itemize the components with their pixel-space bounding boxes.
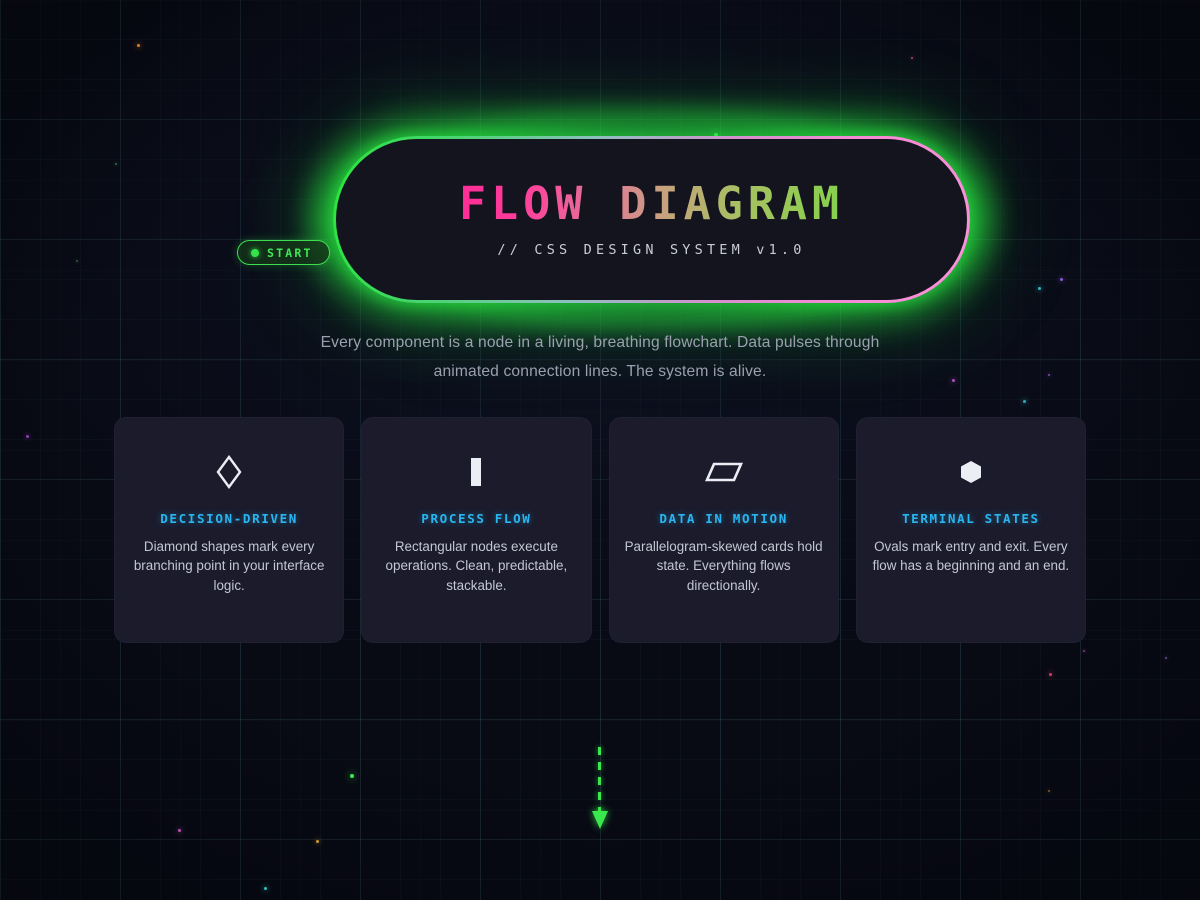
status-dot-icon — [251, 248, 259, 257]
background-particle — [76, 260, 78, 262]
feature-card-description: Parallelogram-skewed cards hold state. E… — [624, 539, 823, 593]
background-particle — [1023, 400, 1026, 403]
hexagon-filled-icon — [958, 455, 984, 489]
feature-card-data-in-motion[interactable]: DATA IN MOTION Parallelogram-skewed card… — [608, 417, 839, 643]
background-particle — [137, 44, 140, 47]
diamond-outline-icon — [216, 455, 242, 489]
background-particle — [350, 774, 354, 778]
feature-card-description: Diamond shapes mark every branching poin… — [133, 539, 325, 593]
background-particle — [316, 840, 319, 843]
intro-description: Every component is a node in a living, b… — [320, 334, 880, 380]
background-particle — [1049, 673, 1052, 676]
background-particle — [1048, 374, 1050, 376]
background-particle — [952, 379, 955, 382]
connector-arrow-head — [592, 811, 608, 829]
background-particle — [1083, 650, 1085, 652]
start-badge[interactable]: START — [237, 240, 330, 265]
background-particle — [1060, 278, 1063, 281]
feature-card-title: PROCESS FLOW — [421, 511, 532, 526]
feature-card-grid: DECISION-DRIVEN Diamond shapes mark ever… — [114, 417, 1086, 643]
connector-dashed-line — [598, 747, 601, 815]
start-badge-label: START — [267, 245, 313, 260]
background-particle — [26, 435, 29, 438]
feature-card-title: TERMINAL STATES — [902, 511, 1040, 526]
background-particle — [115, 163, 117, 165]
feature-card-terminal-states[interactable]: TERMINAL STATES Ovals mark entry and exi… — [855, 417, 1086, 643]
background-particle — [178, 829, 181, 832]
background-particle — [1165, 657, 1167, 659]
hero-banner: FLOW DIAGRAM // CSS DESIGN SYSTEM v1.0 — [333, 136, 970, 303]
page-title: FLOW DIAGRAM — [458, 177, 845, 230]
hero-banner-wrapper: FLOW DIAGRAM // CSS DESIGN SYSTEM v1.0 — [307, 110, 996, 329]
page-subtitle: // CSS DESIGN SYSTEM v1.0 — [497, 242, 806, 258]
hero-banner-inner: FLOW DIAGRAM // CSS DESIGN SYSTEM v1.0 — [336, 139, 967, 300]
background-particle — [1038, 287, 1041, 290]
background-particle — [911, 57, 913, 59]
background-particle — [264, 887, 267, 890]
feature-card-title: DATA IN MOTION — [659, 511, 788, 526]
feature-card-description: Ovals mark entry and exit. Every flow ha… — [872, 539, 1070, 574]
feature-card-process-flow[interactable]: PROCESS FLOW Rectangular nodes execute o… — [361, 417, 592, 643]
feature-card-title: DECISION-DRIVEN — [160, 511, 298, 526]
arrow-down-dashed-icon — [592, 747, 608, 831]
feature-card-description: Rectangular nodes execute operations. Cl… — [385, 539, 568, 593]
background-particle — [1048, 790, 1050, 792]
parallelogram-outline-icon — [704, 455, 743, 489]
feature-card-decision-driven[interactable]: DECISION-DRIVEN Diamond shapes mark ever… — [114, 417, 345, 643]
rectangle-filled-icon — [469, 455, 483, 489]
